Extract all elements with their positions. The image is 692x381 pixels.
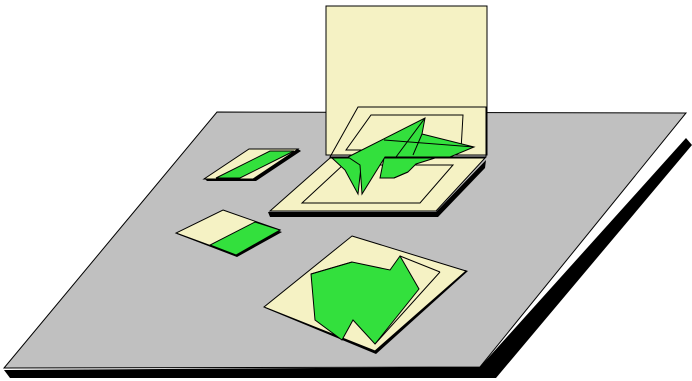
diagram-stage <box>0 0 692 381</box>
isometric-puzzle-diagram <box>0 0 692 381</box>
